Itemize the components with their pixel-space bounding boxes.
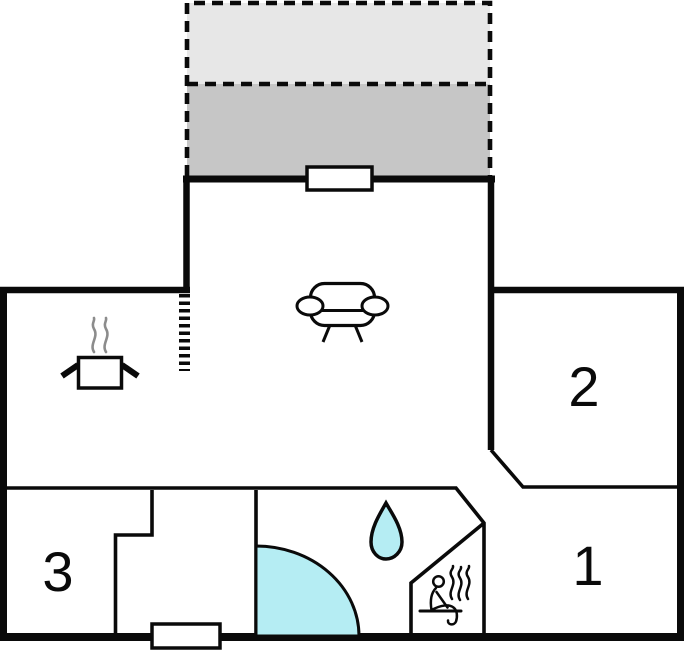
terrace-upper-section: [187, 3, 490, 84]
sauna-person-head: [431, 574, 446, 589]
sofa-armrest-right: [360, 295, 390, 317]
terrace-dashed-border: [184, 0, 493, 176]
room-2-label: 2: [568, 355, 599, 418]
sofa-leg-left: [321, 324, 332, 343]
sauna-person-torso: [429, 586, 438, 612]
sofa-leg-right: [353, 324, 364, 343]
top-window: [305, 165, 374, 192]
sauna-steam-wave-2: [457, 565, 463, 602]
sauna-steam-wave-3: [465, 564, 471, 601]
sauna-person-icon: [418, 564, 471, 626]
pot-handle-left: [60, 362, 80, 379]
cooking-pot-icon: [60, 316, 140, 390]
shower-quarter-circle-icon: [254, 544, 361, 638]
steam-wave-right: [103, 316, 109, 354]
sauna-steam-wave-1: [449, 564, 455, 601]
water-drop-icon: [369, 499, 404, 561]
pot-handle-right: [120, 362, 140, 379]
steam-wave-left: [91, 316, 97, 354]
sofa-armrest-left: [295, 295, 325, 317]
room-3-label: 3: [42, 540, 73, 603]
terrace-lower-section: [187, 84, 490, 176]
sauna-person-leg: [430, 604, 459, 626]
steam-icon: [91, 316, 109, 354]
pot-body: [76, 355, 124, 390]
room-1-label: 1: [572, 534, 603, 597]
entrance-door: [150, 622, 222, 650]
sofa-icon: [295, 281, 390, 343]
terrace: [184, 0, 493, 176]
